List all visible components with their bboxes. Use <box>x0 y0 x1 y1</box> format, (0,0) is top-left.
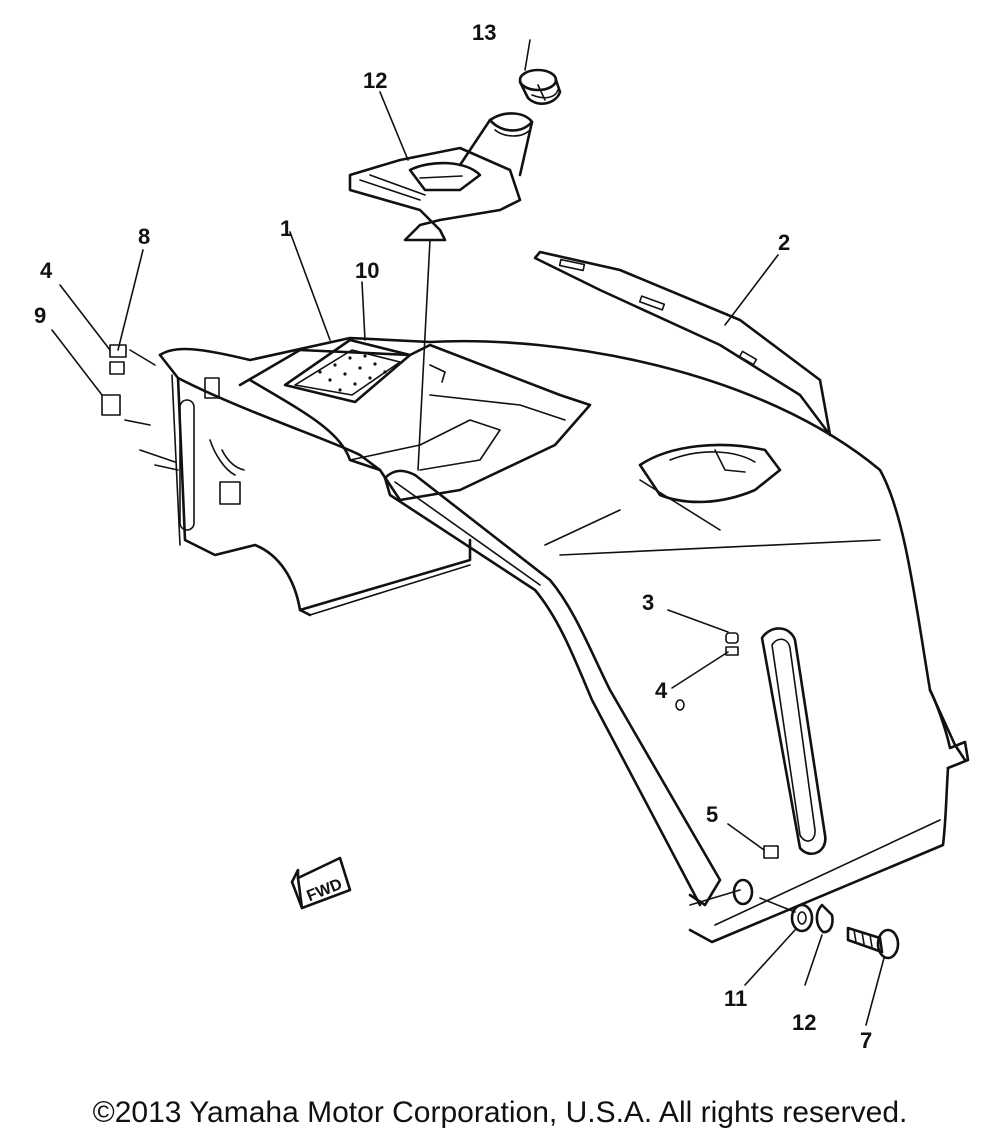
stickers-left <box>101 344 179 471</box>
filler-recess <box>544 443 881 556</box>
copyright-notice: ©2013 Yamaha Motor Corporation, U.S.A. A… <box>92 1096 908 1129</box>
callout-4-right: 4 <box>655 678 668 703</box>
callout-13: 13 <box>472 20 496 45</box>
cap-part-13 <box>518 68 562 105</box>
callout-6: 8 <box>138 224 150 249</box>
mat-part-8 <box>283 338 412 404</box>
fwd-direction-marker: FWD <box>290 856 352 910</box>
callout-2: 2 <box>778 230 790 255</box>
tray-recess <box>238 343 592 502</box>
leader-lines <box>51 39 885 1026</box>
callout-11: 12 <box>792 1010 816 1035</box>
callout-1: 1 <box>280 216 292 241</box>
grab-rail <box>383 469 722 907</box>
callout-12: 12 <box>363 68 387 93</box>
bolt-hardware <box>732 878 900 960</box>
callout-9: 7 <box>860 1028 872 1053</box>
callout-3: 3 <box>642 590 654 615</box>
callout-5: 5 <box>706 802 718 827</box>
side-vent <box>675 627 827 855</box>
callout-8: 10 <box>355 258 379 283</box>
clips-right <box>725 632 779 859</box>
molding-part-2 <box>533 250 832 437</box>
callout-7: 9 <box>34 303 46 328</box>
callout-4-left: 4 <box>40 258 53 283</box>
parts-diagram: FWD 13 12 8 1 10 2 4 9 3 4 5 11 12 7 <box>34 20 970 1053</box>
callout-10: 11 <box>724 986 747 1011</box>
main-cover <box>158 336 970 944</box>
filler-neck-part-12 <box>348 112 534 242</box>
